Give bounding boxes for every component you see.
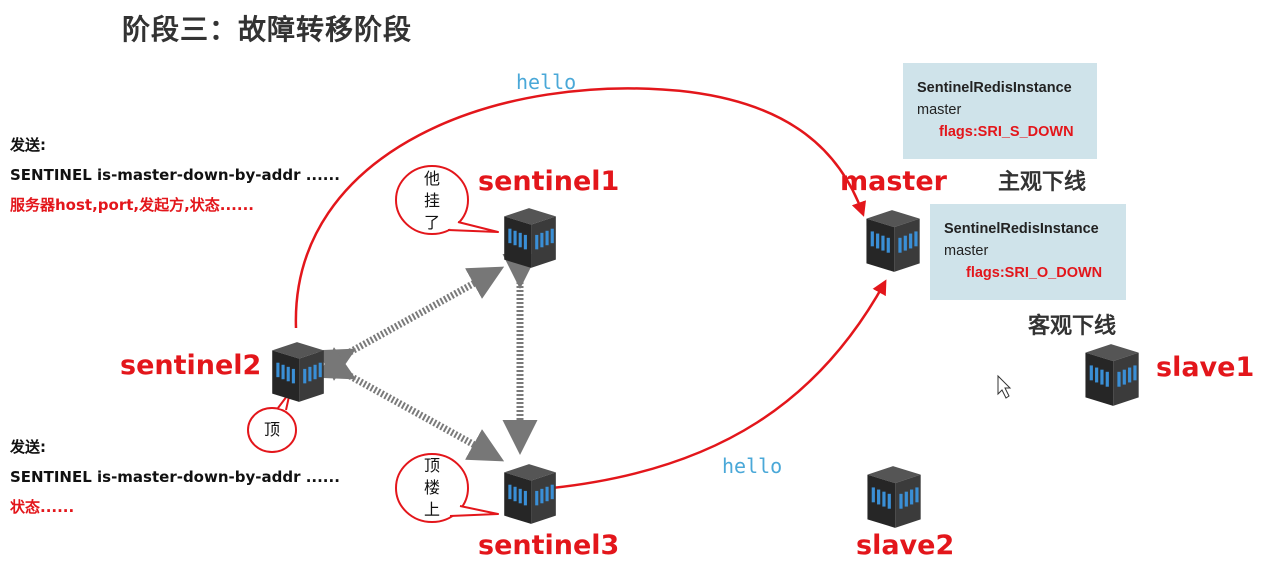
message-top-params: 服务器host,port,发起方,状态...... [10, 196, 254, 214]
sentinel2-label: sentinel2 [120, 350, 262, 381]
message-bottom: 发送: SENTINEL is-master-down-by-addr ....… [10, 432, 340, 522]
bubble-sentinel3 [395, 453, 499, 523]
slave1-label: slave1 [1156, 352, 1255, 383]
master-server-icon [866, 210, 920, 272]
sentinel2-server-icon [272, 342, 324, 402]
hello-arc-sentinel3-to-master [551, 279, 887, 490]
infobox-odown-type: master [944, 243, 989, 259]
slave2-label: slave2 [856, 530, 955, 561]
mouse-cursor-icon [997, 374, 1012, 399]
state-label-sdown: 主观下线 [998, 170, 1087, 195]
bubble-sentinel1 [395, 165, 499, 235]
message-bottom-command: SENTINEL is-master-down-by-addr ...... [10, 468, 340, 486]
infobox-odown: SentinelRedisInstance master flags:SRI_O… [930, 204, 1126, 300]
infobox-sdown-flags: flags:SRI_S_DOWN [939, 124, 1074, 140]
hello-arc-sentinel2-to-master [294, 87, 866, 329]
sentinel-links [317, 254, 538, 462]
bubble-text-sentinel1: 他挂了 [423, 169, 440, 232]
link-sentinel2-sentinel1 [317, 266, 505, 381]
infobox-sdown: SentinelRedisInstance master flags:SRI_S… [903, 63, 1097, 159]
message-bottom-params: 状态...... [10, 498, 75, 516]
link-sentinel2-sentinel3 [317, 347, 505, 462]
slave1-server-icon [1085, 344, 1139, 406]
message-top-line1: 发送: [10, 136, 46, 154]
message-top: 发送: SENTINEL is-master-down-by-addr ....… [10, 130, 340, 220]
bubble-text-sentinel2: 顶 [263, 420, 280, 439]
message-top-command: SENTINEL is-master-down-by-addr ...... [10, 166, 340, 184]
sentinel1-label: sentinel1 [478, 166, 620, 197]
infobox-sdown-type: master [917, 102, 962, 118]
infobox-odown-head: SentinelRedisInstance [944, 221, 1099, 237]
page-title: 阶段三：故障转移阶段 [122, 13, 413, 46]
hello-label-top: hello [516, 70, 577, 94]
hello-label-bottom: hello [722, 454, 783, 478]
sentinel3-label: sentinel3 [478, 530, 620, 561]
sentinel3-server-icon [504, 464, 556, 524]
sentinel1-server-icon [504, 208, 556, 268]
message-bottom-line1: 发送: [10, 438, 46, 456]
infobox-sdown-head: SentinelRedisInstance [917, 80, 1072, 96]
bubble-text-sentinel3: 顶楼上 [423, 456, 440, 519]
infobox-odown-flags: flags:SRI_O_DOWN [966, 265, 1103, 281]
state-label-odown: 客观下线 [1028, 314, 1117, 339]
master-label: master [840, 166, 947, 197]
slave2-server-icon [867, 466, 921, 528]
